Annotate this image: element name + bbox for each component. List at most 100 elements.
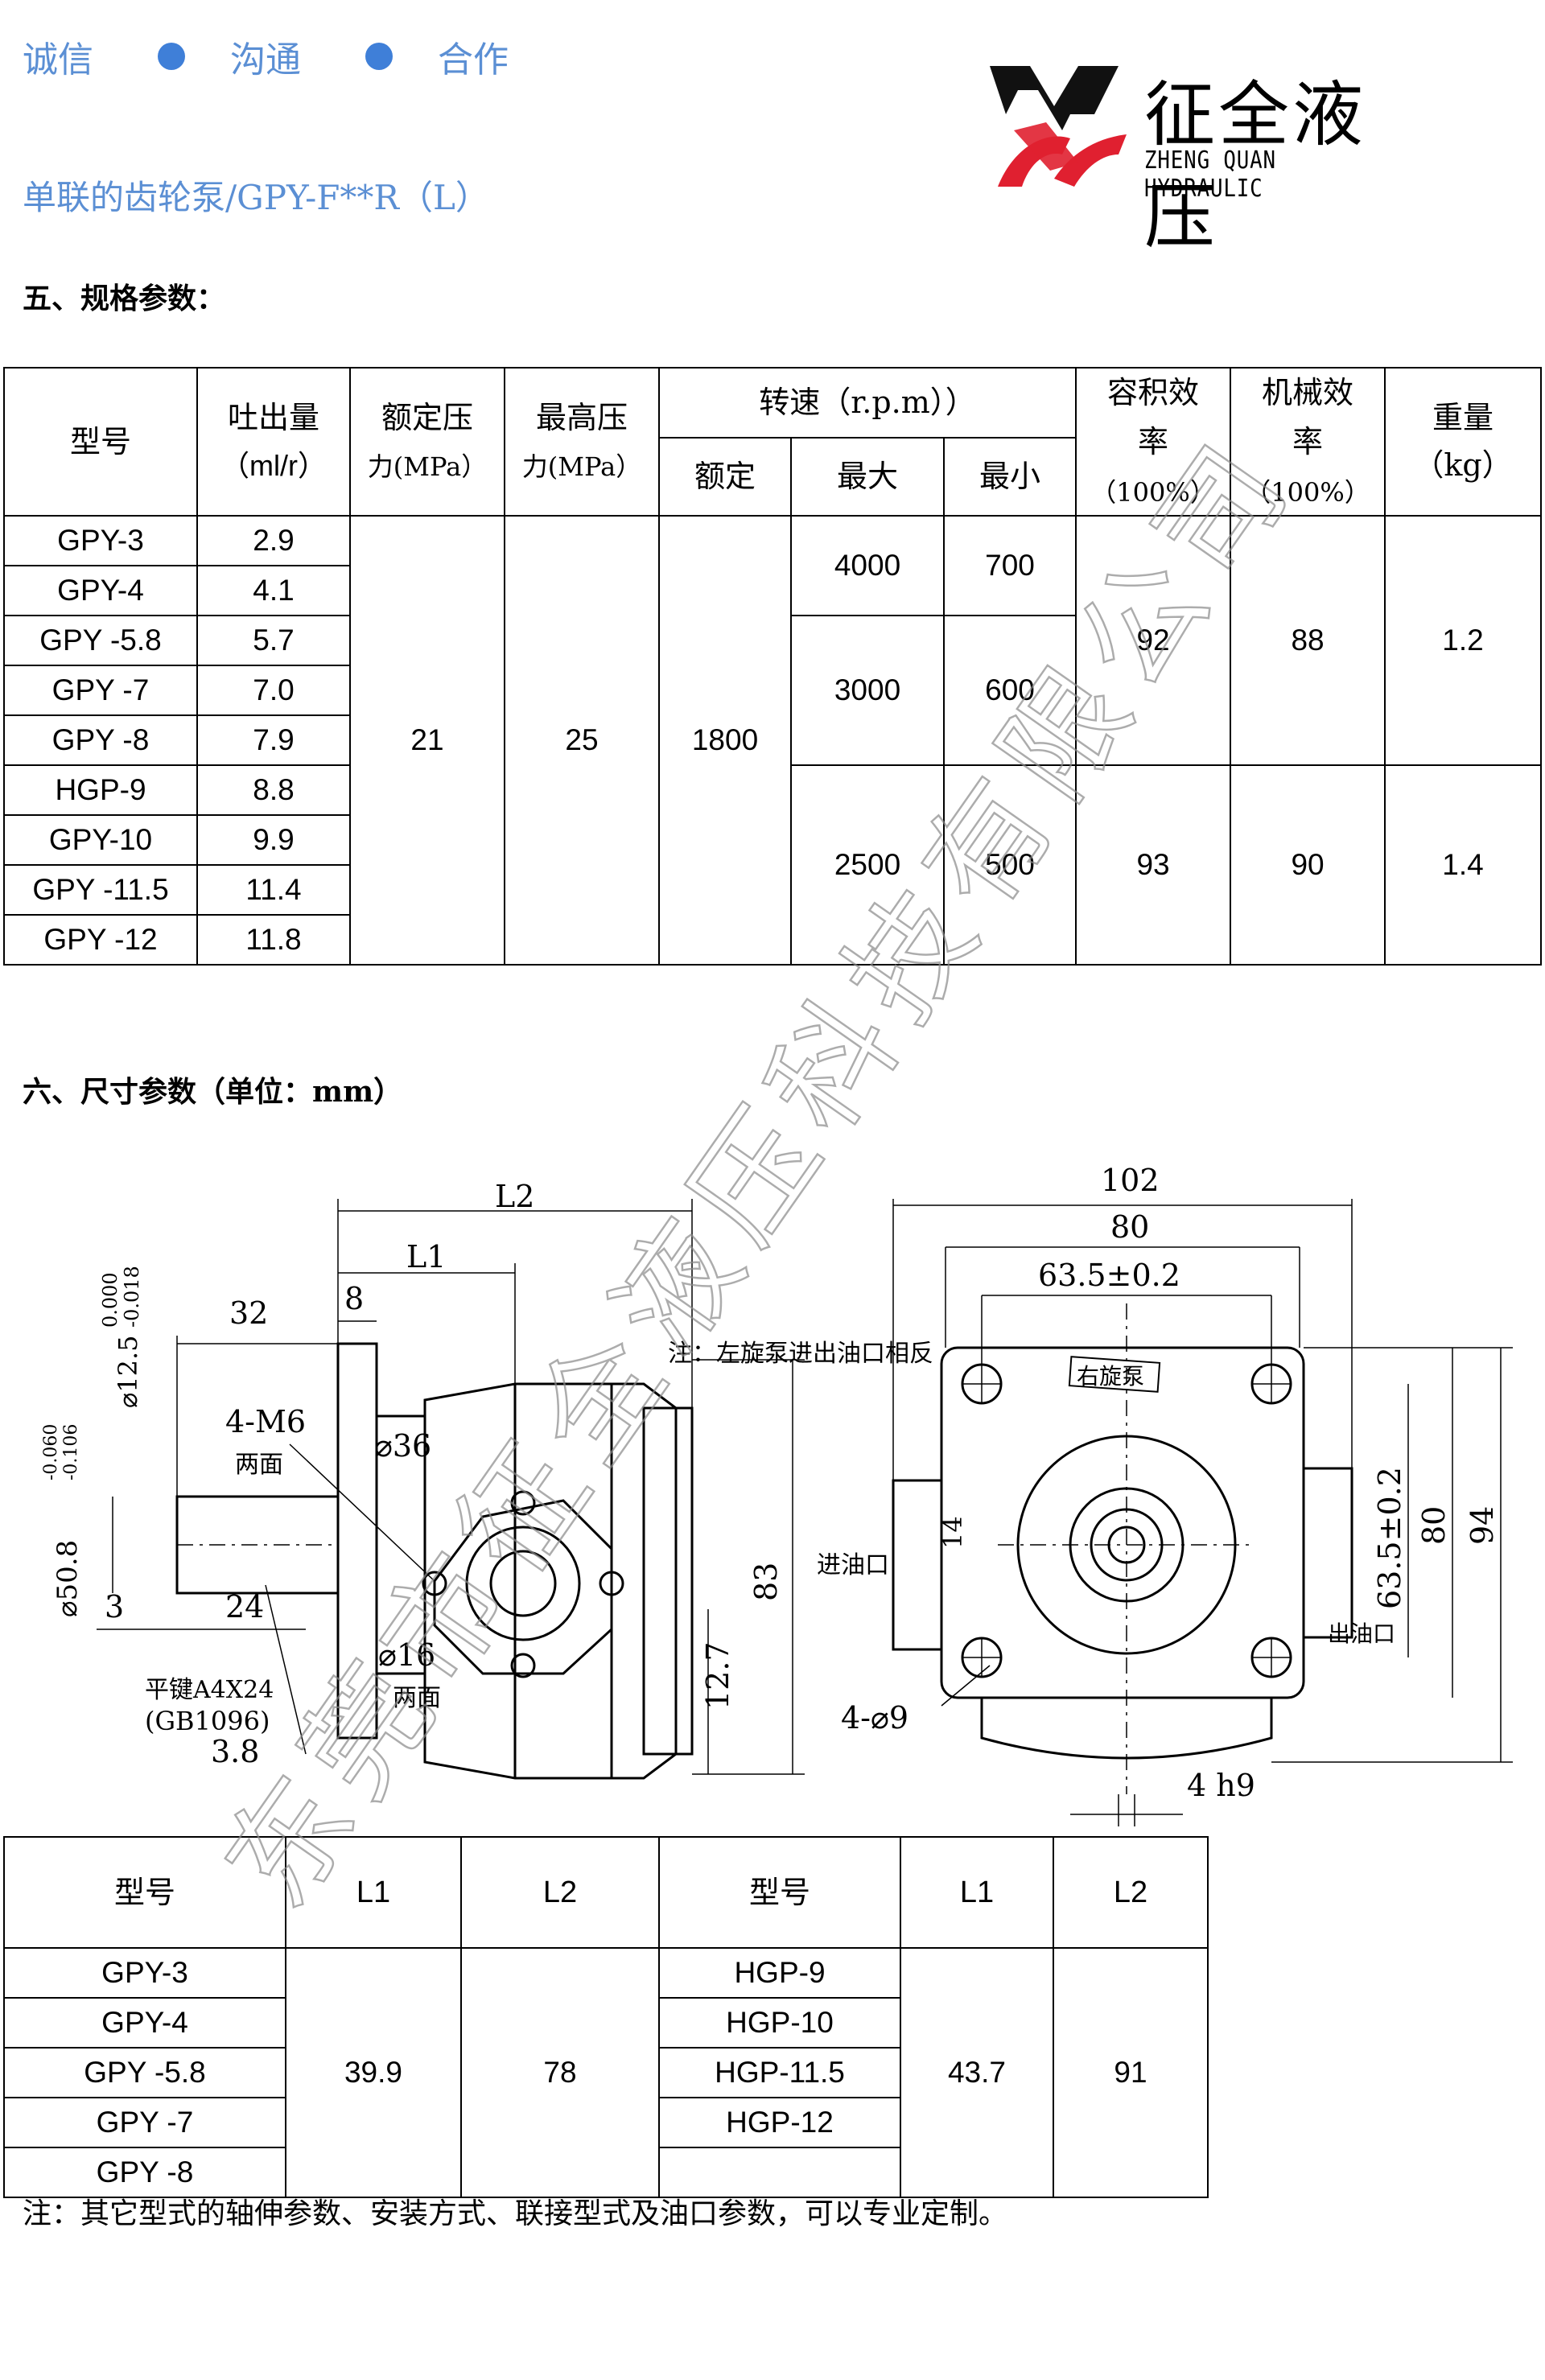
dim-24: 24 [225, 1589, 264, 1624]
label-key: 平键A4X24 [145, 1676, 274, 1704]
header-rated-pressure: 额定压力(MPa） [349, 366, 505, 517]
header-L2: L2 [1053, 1836, 1209, 1949]
table-cell-L1: 39.9 [285, 1947, 462, 2198]
table-cell-min-speed: 500 [942, 764, 1077, 966]
table-cell-empty [658, 2147, 901, 2198]
product-title: 单联的齿轮泵/GPY-F**R（L） [23, 178, 489, 217]
pump-dimension-drawing: L2 L1 8 32 注：左旋泵进出油口相反 4-M6 两面 ⌀36 3 24 … [41, 1163, 1513, 1826]
dim-4-h9: 4 h9 [1187, 1768, 1255, 1803]
tol-pilot-bottom: -0.106 [61, 1424, 81, 1480]
spec-table: 型号 吐出量（ml/r） 额定压力(MPa） 最高压力(MPa） 转速（r.p.… [3, 366, 1543, 966]
table-cell-min-speed: 700 [942, 515, 1077, 617]
dimension-table: 型号 L1 L2 型号 L1 L2 GPY-3 39.9 78 HGP-9 43… [3, 1836, 1209, 2198]
header-volumetric-efficiency: 容积效率（100%） [1075, 366, 1232, 517]
dim-12-7: 12.7 [700, 1641, 735, 1710]
slogan-word-2: 沟通 [230, 39, 301, 80]
header-model: 型号 [658, 1836, 901, 1949]
table-cell-model: GPY-4 [3, 1997, 286, 2049]
bullet-dot-icon [365, 43, 393, 70]
tol-pilot-top: -0.060 [41, 1424, 61, 1480]
table-cell-model: GPY -7 [3, 2097, 286, 2148]
table-cell-model: GPY -5.8 [3, 2047, 286, 2098]
table-cell-max-pressure: 25 [504, 515, 660, 966]
dim-83: 83 [748, 1563, 784, 1601]
logo-chinese-name: 征全液压 [1144, 73, 1367, 258]
bullet-dot-icon [158, 43, 185, 70]
dim-102: 102 [1101, 1163, 1160, 1198]
table-cell-model: GPY -12 [3, 914, 198, 966]
header-speed-min: 最小 [942, 437, 1077, 517]
label-right-rotation: 右旋泵 [1077, 1363, 1144, 1390]
table-cell-model: GPY-3 [3, 515, 198, 567]
dim-L1: L1 [406, 1239, 446, 1274]
table-cell-min-speed: 600 [942, 615, 1077, 767]
dim-shaft-diameter: ⌀12.5 [113, 1335, 143, 1408]
table-cell-model: GPY -7 [3, 665, 198, 717]
table-cell-displacement: 7.9 [196, 714, 351, 767]
dim-dia36: ⌀36 [374, 1428, 431, 1464]
table-cell-displacement: 2.9 [196, 515, 351, 567]
header-mechanical-efficiency: 机械效率（100%） [1230, 366, 1386, 517]
front-view [892, 1199, 1513, 1826]
table-cell-weight: 1.4 [1384, 764, 1543, 966]
section-title-specs: 五、规格参数： [23, 282, 226, 315]
table-cell-L2: 91 [1053, 1947, 1209, 2198]
dim-3-8: 3.8 [211, 1734, 259, 1769]
header-L1: L1 [900, 1836, 1054, 1949]
footer-note: 注：其它型式的轴伸参数、安装方式、联接型式及油口参数，可以专业定制。 [23, 2197, 1008, 2230]
header-max-pressure: 最高压力(MPa） [504, 366, 660, 517]
logo-mark-icon [990, 66, 1127, 187]
label-both-sides: 两面 [235, 1451, 283, 1479]
table-cell-max-speed: 4000 [790, 515, 945, 617]
table-cell-mechanical-efficiency: 90 [1230, 764, 1386, 966]
dim-8: 8 [344, 1281, 364, 1316]
table-cell-model: GPY-10 [3, 814, 198, 867]
dim-L2: L2 [495, 1179, 534, 1214]
table-cell-rated-speed: 1800 [658, 515, 792, 966]
slogan-word-1: 诚信 [23, 39, 93, 80]
tol-shaft-top: 0.000 [99, 1272, 122, 1328]
table-cell-weight: 1.2 [1384, 515, 1543, 767]
table-cell-displacement: 9.9 [196, 814, 351, 867]
table-cell-model: HGP-11.5 [658, 2047, 901, 2098]
label-standard: (GB1096) [145, 1706, 270, 1736]
dim-63-5-h: 63.5±0.2 [1038, 1258, 1180, 1293]
header-model: 型号 [3, 1836, 286, 1949]
table-cell-model: GPY-4 [3, 565, 198, 617]
dim-94: 94 [1465, 1506, 1500, 1545]
table-cell-model: HGP-10 [658, 1997, 901, 2049]
side-view [97, 1199, 805, 1780]
dim-32: 32 [229, 1295, 268, 1331]
dim-80-v: 80 [1416, 1506, 1452, 1545]
table-cell-displacement: 7.0 [196, 665, 351, 717]
header-speed-max: 最大 [790, 437, 945, 517]
dim-pilot-diameter: ⌀50.8 [52, 1540, 84, 1617]
header-L1: L1 [285, 1836, 462, 1949]
left-rotation-note: 注：左旋泵进出油口相反 [668, 1340, 933, 1368]
header-speed-rated: 额定 [658, 437, 792, 517]
table-cell-L1: 43.7 [900, 1947, 1054, 2198]
header-model: 型号 [3, 366, 198, 517]
dim-80-h: 80 [1110, 1209, 1149, 1245]
table-cell-model: HGP-9 [658, 1947, 901, 1999]
table-cell-displacement: 8.8 [196, 764, 351, 817]
dim-4-holes: 4-⌀9 [841, 1700, 908, 1736]
table-cell-model: HGP-9 [3, 764, 198, 817]
table-cell-rated-pressure: 21 [349, 515, 505, 966]
table-cell-max-speed: 2500 [790, 764, 945, 966]
table-cell-max-speed: 3000 [790, 615, 945, 767]
header-weight: 重量（kg） [1384, 366, 1543, 517]
dim-14: 14 [937, 1516, 968, 1549]
table-cell-model: GPY -8 [3, 714, 198, 767]
label-inlet: 进油口 [817, 1551, 889, 1579]
dim-3: 3 [105, 1589, 124, 1624]
logo-english-name: ZHENG QUAN HYDRAULIC [1144, 146, 1276, 203]
table-cell-mechanical-efficiency: 88 [1230, 515, 1386, 767]
table-cell-volumetric-efficiency: 92 [1075, 515, 1232, 767]
table-cell-model: GPY -11.5 [3, 864, 198, 916]
header-speed: 转速（r.p.m）） [657, 366, 1077, 439]
table-cell-model: GPY -8 [3, 2147, 286, 2198]
section-title-dimensions: 六、尺寸参数（单位：mm） [23, 1075, 403, 1109]
table-cell-displacement: 11.8 [196, 914, 351, 966]
dim-63-5-v: 63.5±0.2 [1372, 1467, 1407, 1609]
